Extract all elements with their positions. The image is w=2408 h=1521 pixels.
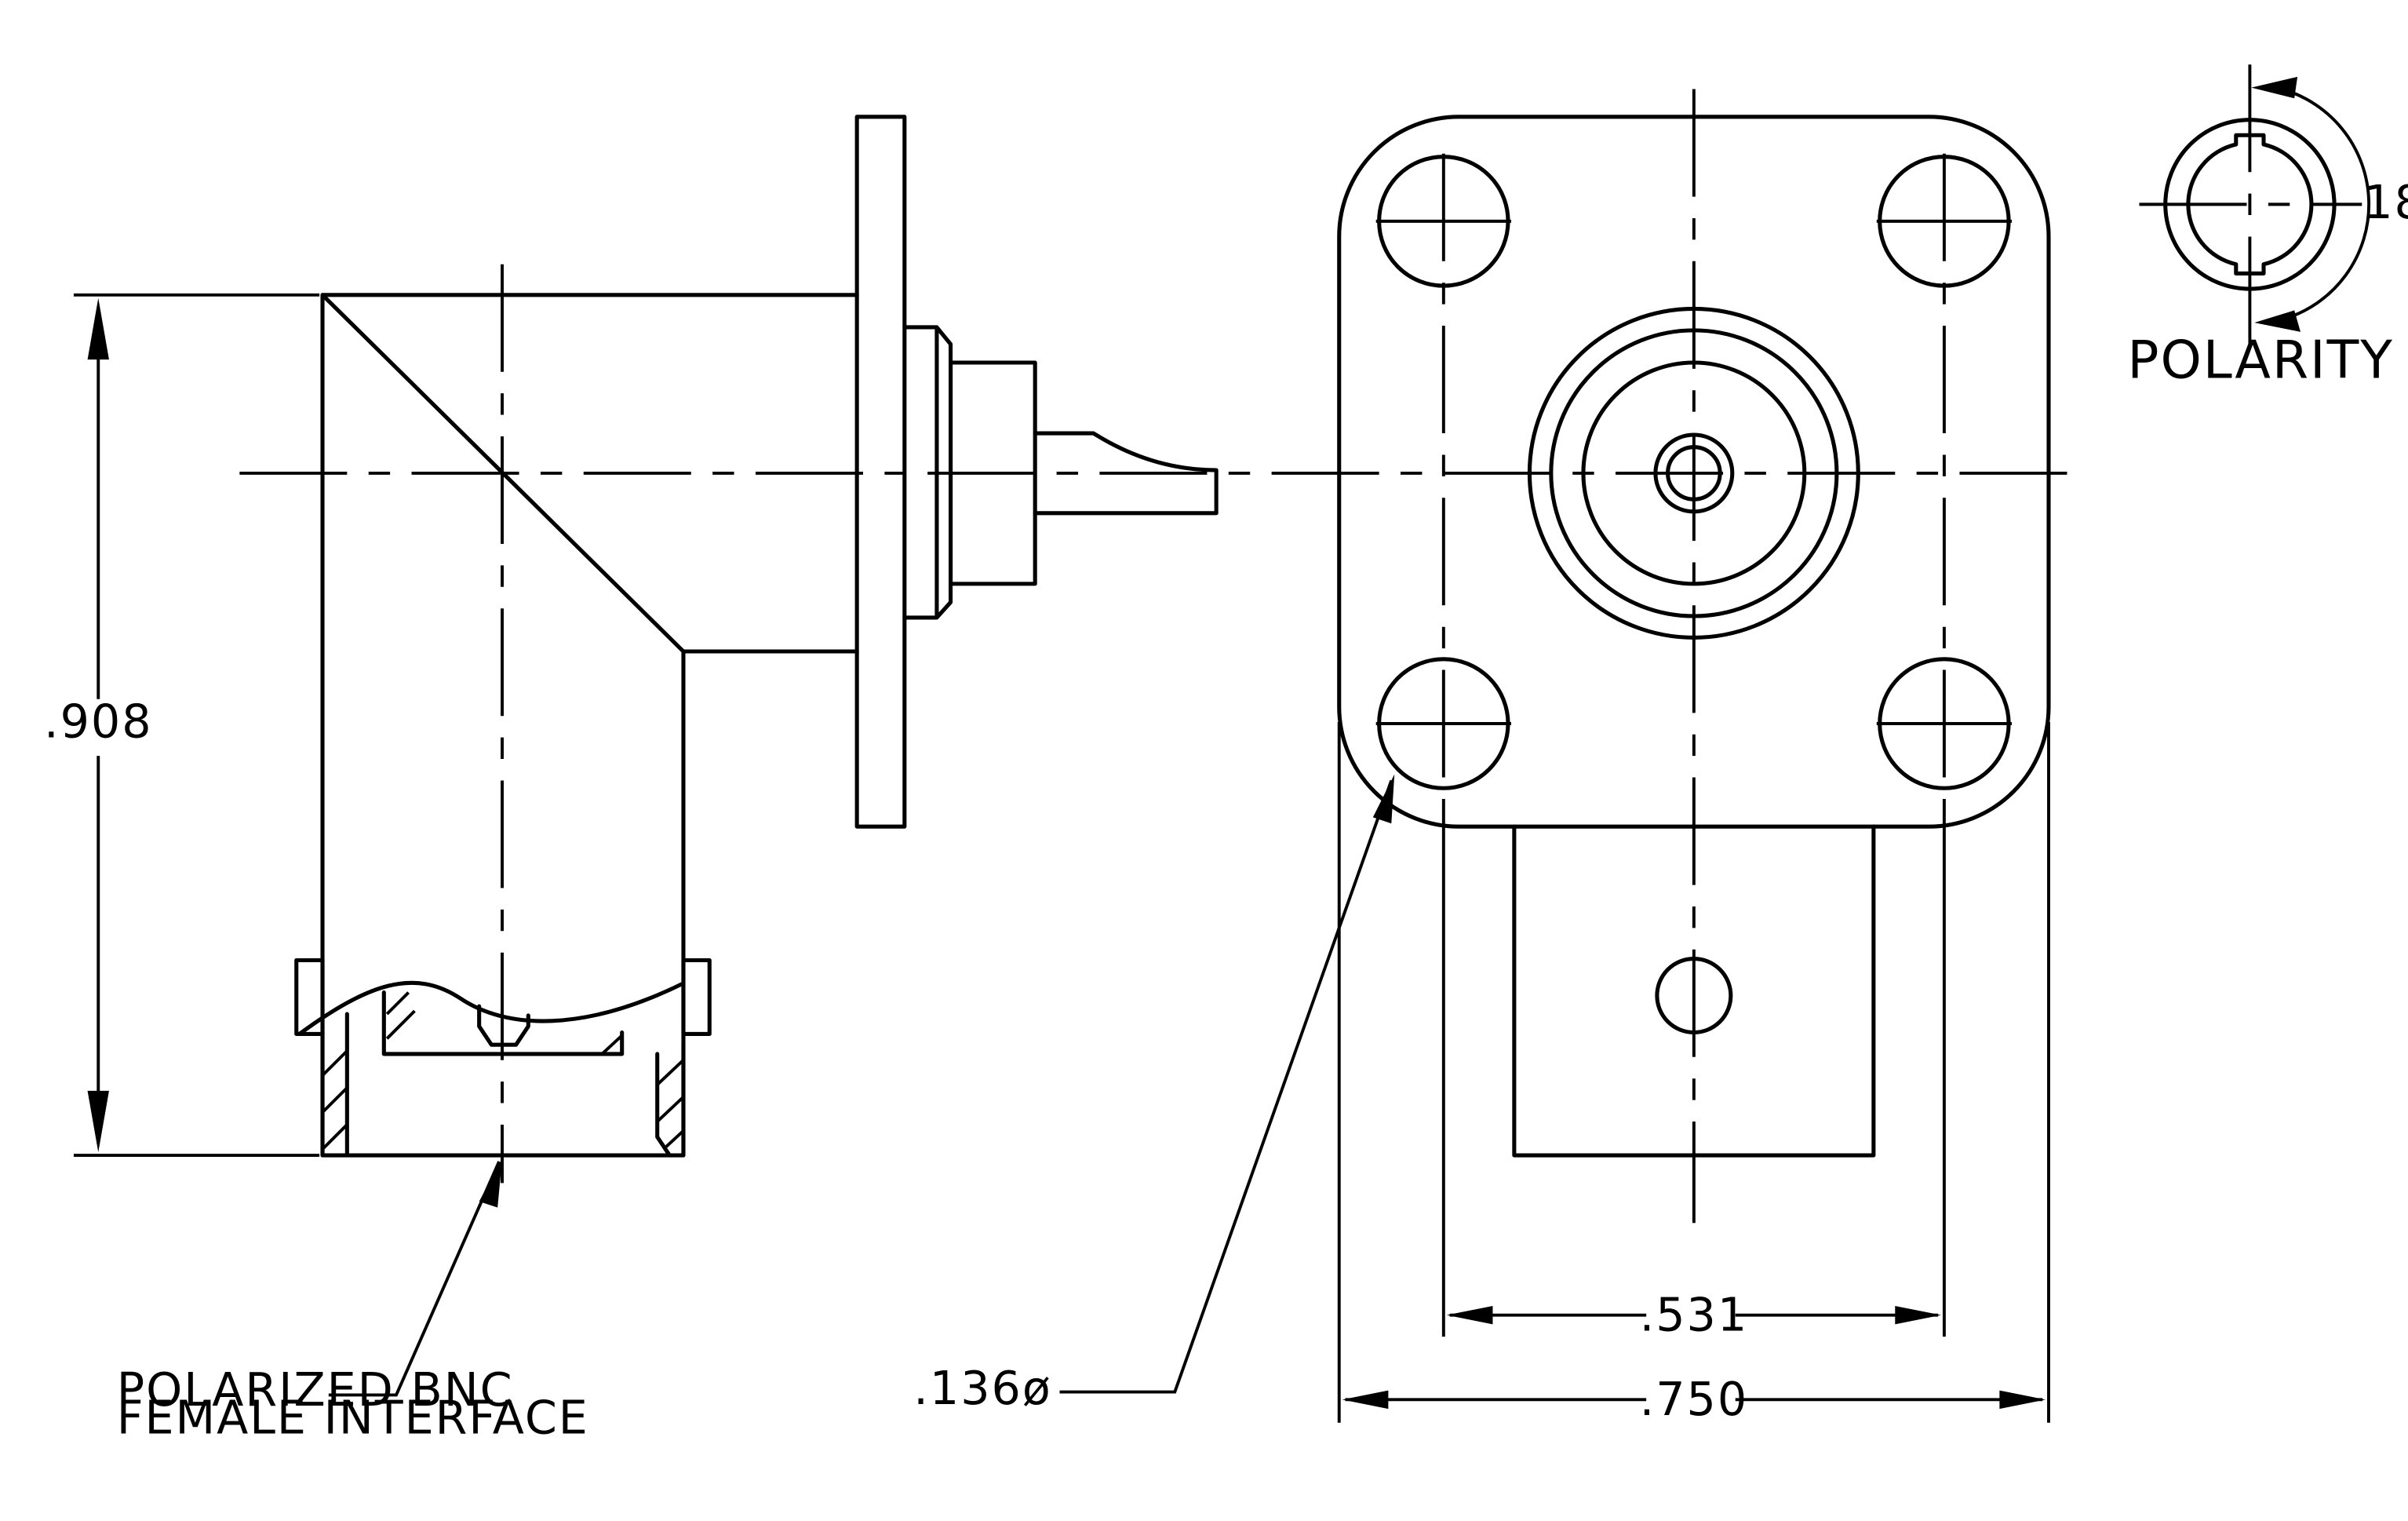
interface-callout: POLARIZED BNC FEMALE INTERFACE [117,1158,589,1444]
hole-spacing-label: .531 [1640,1287,1749,1341]
left-wall [320,1012,349,1158]
interface-callout-line2: FEMALE INTERFACE [117,1390,589,1444]
body-outline [320,293,859,1158]
height-dimension-label: .908 [44,695,153,749]
hole-diameter-label: .136ø [913,1361,1051,1415]
polarity-detail: 180° POLARITY [2127,64,2408,391]
interface-callout-line1: POLARIZED BNC [117,1362,514,1417]
solder-pin [1033,431,1219,516]
polarity-angle-label: 180° [2363,175,2408,229]
right-tab [681,957,712,1036]
overall-width-label: .750 [1640,1372,1749,1426]
left-tab [294,957,325,1036]
overall-width-dimension: .750 [1337,722,2050,1426]
side-view [294,115,1219,1184]
break-line [297,980,686,1036]
height-dimension: .908 [44,293,320,1158]
hole-diameter-callout: .136ø [913,774,1395,1415]
hole-spacing-dimension: .531 [1441,798,1946,1341]
polarity-label: POLARITY [2127,330,2393,391]
polarity-keyed-circle [2186,133,2314,275]
front-view [1337,89,2051,1224]
